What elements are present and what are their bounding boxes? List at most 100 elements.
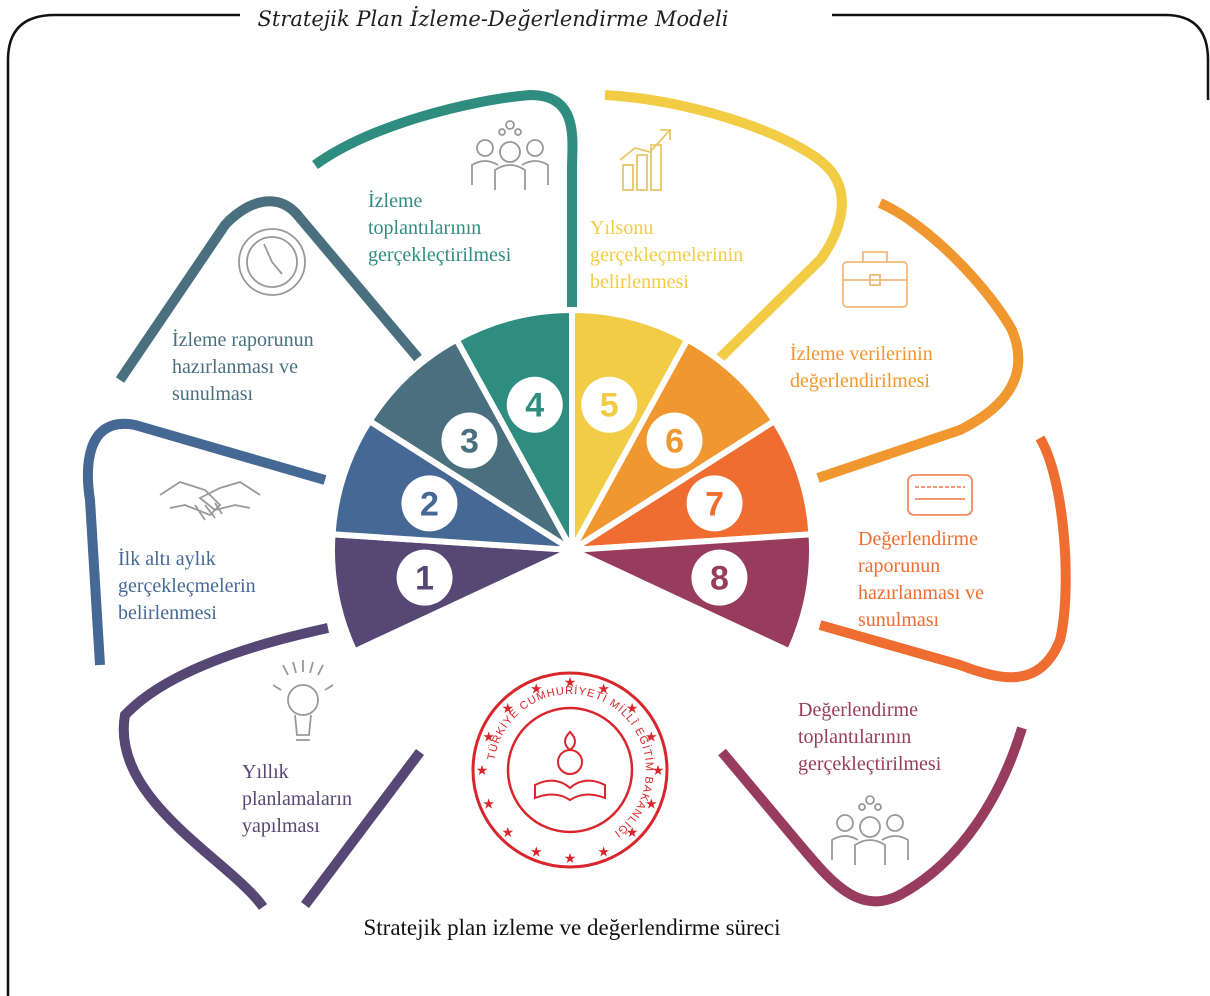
page-title: Stratejik Plan İzleme-Değerlendirme Mode…	[258, 7, 729, 31]
step-label-line: Yılsonu	[590, 217, 653, 239]
pie-slice-1: 1	[329, 531, 574, 656]
frame-border	[6, 13, 240, 996]
step-number: 3	[460, 423, 479, 461]
pie-slice-shape	[570, 531, 815, 656]
logo-star-icon: ★	[645, 730, 658, 745]
step-label-line: sunulması	[858, 609, 940, 631]
arc-2	[82, 418, 327, 666]
arc-6	[816, 198, 1024, 483]
logo-star-icon: ★	[597, 845, 610, 860]
step-label-line: gerçekleçmelerinin	[590, 244, 743, 266]
step-label-6: İzleme verilerinin değerlendirilmesi	[790, 342, 933, 392]
step-label-line: belirlenmesi	[590, 271, 689, 293]
clock-icon	[238, 228, 306, 296]
frame-border-right	[832, 13, 1210, 100]
pie-slice-shape	[569, 306, 692, 552]
logo-star-icon: ★	[564, 676, 577, 691]
logo-star-icon: ★	[482, 798, 495, 813]
briefcase-icon	[842, 251, 908, 308]
step-label-7: Değerlendirme raporunun hazırlanması ve sun…	[858, 528, 984, 631]
step-number: 6	[665, 423, 684, 461]
step-label-line: belirlenmesi	[118, 602, 217, 624]
step-label-line: gerçekleçtirilmesi	[368, 244, 512, 266]
team-meeting-icon	[471, 120, 549, 190]
step-number-badge	[691, 549, 748, 606]
arc-4	[312, 89, 578, 310]
team-meeting-icon	[831, 795, 909, 865]
step-label-8: Değerlendirme toplantılarının gerçekleçtir…	[798, 699, 942, 775]
logo-star-icon: ★	[530, 845, 543, 860]
caption: Stratejik plan izleme ve değerlendirme s…	[363, 915, 780, 940]
step-number-badge	[581, 376, 638, 433]
pie-slice-shape	[452, 306, 575, 552]
step-label-3: İzleme raporunun hazırlanması ve sunulması	[172, 328, 314, 405]
arc-7	[818, 435, 1071, 683]
arc-5	[604, 90, 847, 362]
pie-slice-shape	[329, 531, 574, 656]
pie-slice-3: 3	[365, 335, 575, 553]
step-label-line: Değerlendirme	[858, 528, 978, 550]
printer-icon	[907, 474, 973, 516]
step-number-badge	[396, 549, 453, 606]
step-number-badge	[646, 412, 703, 469]
step-label-line: raporunun	[858, 555, 940, 577]
meb-emblem-icon: ★★★★★★★★★★★★★★★★ TÜRKİYE CUMHURİYETİ MİL…	[471, 671, 669, 869]
petal-arcs	[82, 89, 1071, 910]
pie-slice-2: 2	[329, 416, 574, 553]
step-labels: Yıllık planlamaların yapılması İlk altı ayl…	[118, 189, 984, 837]
step-number-badge	[686, 475, 743, 532]
step-number: 7	[705, 485, 724, 523]
step-number: 1	[415, 560, 434, 598]
step-label-line: gerçekleçmelerin	[118, 575, 256, 597]
step-label-line: toplantılarının	[368, 217, 481, 239]
step-label-line: sunulması	[172, 383, 254, 405]
step-number-badge	[401, 475, 458, 532]
step-label-1: Yıllık planlamaların yapılması	[242, 761, 352, 837]
step-label-line: İzleme raporunun	[172, 328, 314, 351]
growth-chart-icon	[619, 129, 671, 191]
step-label-line: Yıllık	[242, 761, 289, 783]
arc-3	[115, 196, 422, 383]
logo-star-icon: ★	[652, 764, 665, 779]
step-label-line: İlk altı aylık	[118, 547, 216, 570]
logo-star-icon: ★	[645, 798, 658, 813]
step-number: 2	[420, 485, 439, 523]
logo-star-icon: ★	[482, 730, 495, 745]
step-label-4: İzleme toplantılarının gerçekleçtirilmesi	[368, 189, 512, 266]
step-label-line: hazırlanması ve	[858, 582, 984, 604]
step-label-line: İzleme	[368, 189, 423, 212]
logo-star-icon: ★	[476, 764, 489, 779]
step-label-5: Yılsonu gerçekleçmelerinin belirlenmesi	[590, 217, 743, 293]
pie-slice-8: 8	[570, 531, 815, 656]
step-label-line: gerçekleçtirilmesi	[798, 753, 942, 775]
step-number: 4	[525, 387, 544, 425]
step-number-badge	[506, 376, 563, 433]
logo-star-icon: ★	[597, 683, 610, 698]
step-label-2: İlk altı aylık gerçekleçmelerin belirlenme…	[118, 547, 256, 624]
step-label-line: İzleme verilerinin	[790, 342, 933, 365]
logo-star-icon: ★	[502, 826, 515, 841]
pie-slice-shape	[329, 416, 574, 553]
step-label-line: Değerlendirme	[798, 699, 918, 721]
step-label-line: hazırlanması ve	[172, 356, 298, 378]
pie-slice-4: 4	[452, 306, 575, 552]
logo-star-icon: ★	[564, 852, 577, 867]
step-label-line: toplantılarının	[798, 726, 911, 748]
step-label-line: yapılması	[242, 815, 320, 837]
pie-slice-shape	[570, 416, 815, 553]
logo-star-icon: ★	[626, 826, 639, 841]
step-label-line: planlamaların	[242, 788, 352, 810]
pie-slice-5: 5	[569, 306, 692, 552]
handshake-icon	[159, 481, 261, 521]
lightbulb-icon	[272, 660, 334, 741]
arc-8	[718, 726, 1027, 907]
logo-star-icon: ★	[626, 702, 639, 717]
pie-slice-7: 7	[570, 416, 815, 553]
step-number: 8	[710, 560, 729, 598]
arc-1b	[301, 748, 424, 909]
step-label-line: değerlendirilmesi	[790, 370, 930, 392]
step-number-badge	[441, 412, 498, 469]
